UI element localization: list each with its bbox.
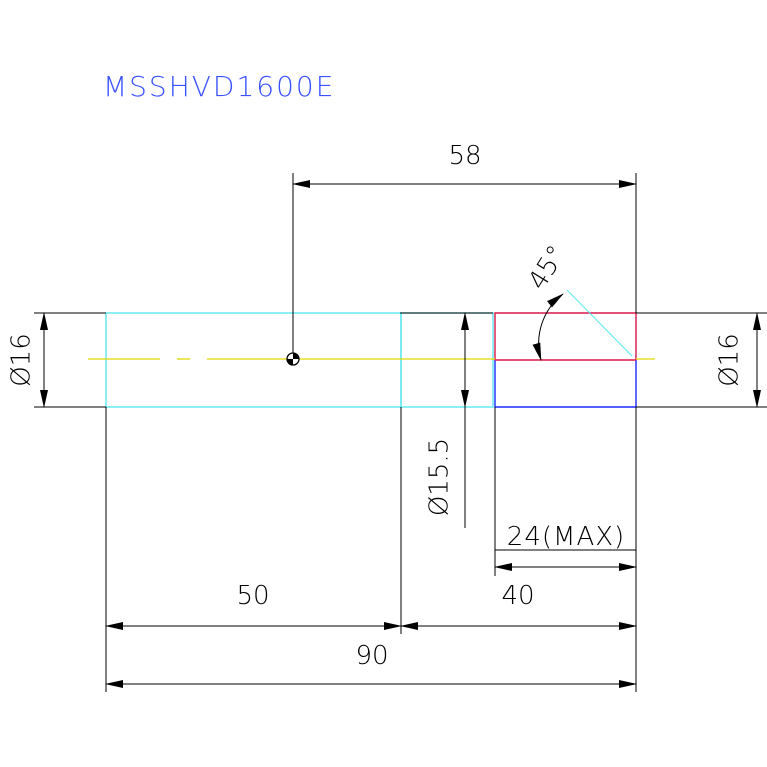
dim-mid-diameter: Ø15.5 [425,438,455,516]
dim-angle: 45° [523,240,573,295]
head-body [400,289,637,408]
datum-point-marker [286,352,300,366]
dim-right-diameter: Ø16 [715,333,745,387]
dim-max-length: 24(MAX) [507,522,625,552]
part-number-title: MSSHVD1600E [103,70,335,103]
dim-left-diameter: Ø16 [7,333,37,387]
dim-total-length: 90 [355,641,388,671]
dim-left-length: 50 [236,581,269,611]
dim-top-length: 58 [448,141,481,171]
dimension-lines [34,173,767,692]
dim-right-length: 40 [501,581,534,611]
dimension-labels: 58 Ø16 Ø16 Ø15.5 45° 24(MAX) 50 40 90 [7,141,745,671]
